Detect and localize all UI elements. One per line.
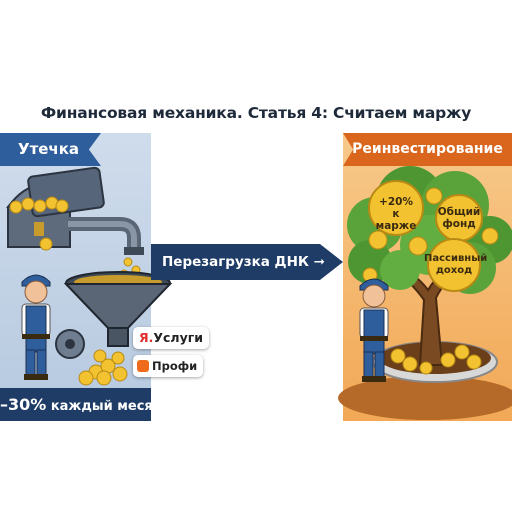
treasure-chest-icon [6,166,105,251]
yandex-prefix: Я. [139,330,154,345]
loss-caption: –30% каждый месяц [0,388,162,421]
coin-passive-icon [427,238,481,292]
coin-margin-label: +20% к марже [375,196,417,232]
coin-pile-icon [78,349,128,386]
yandex-services-badge: Я.Услуги [133,327,210,349]
pipe-icon [68,217,144,255]
reinvest-ribbon: Реинвестирование [343,133,512,166]
worker-right-icon [359,278,389,382]
yandex-label: Услуги [153,330,204,345]
funnel-icon [63,271,173,347]
planter-coins-icon [390,344,482,375]
arrow-right-icon [151,244,343,280]
profi-logo-icon [137,360,149,372]
coin-fund-label: Общий фонд [437,206,481,230]
profi-badge: Профи [133,355,204,377]
leak-ribbon: Утечка [0,133,101,166]
coin-passive-label: Пассивный доход [424,253,488,276]
coin-margin-icon [368,180,424,236]
page-title: Финансовая механика. Статья 4: Считаем м… [40,104,472,122]
arrow-label: Перезагрузка ДНК ➞ [162,254,325,270]
loss-percent: –30% [0,395,47,414]
loss-period: каждый месяц [50,399,163,414]
profi-label: Профи [152,359,198,373]
worker-left-icon [21,274,51,380]
